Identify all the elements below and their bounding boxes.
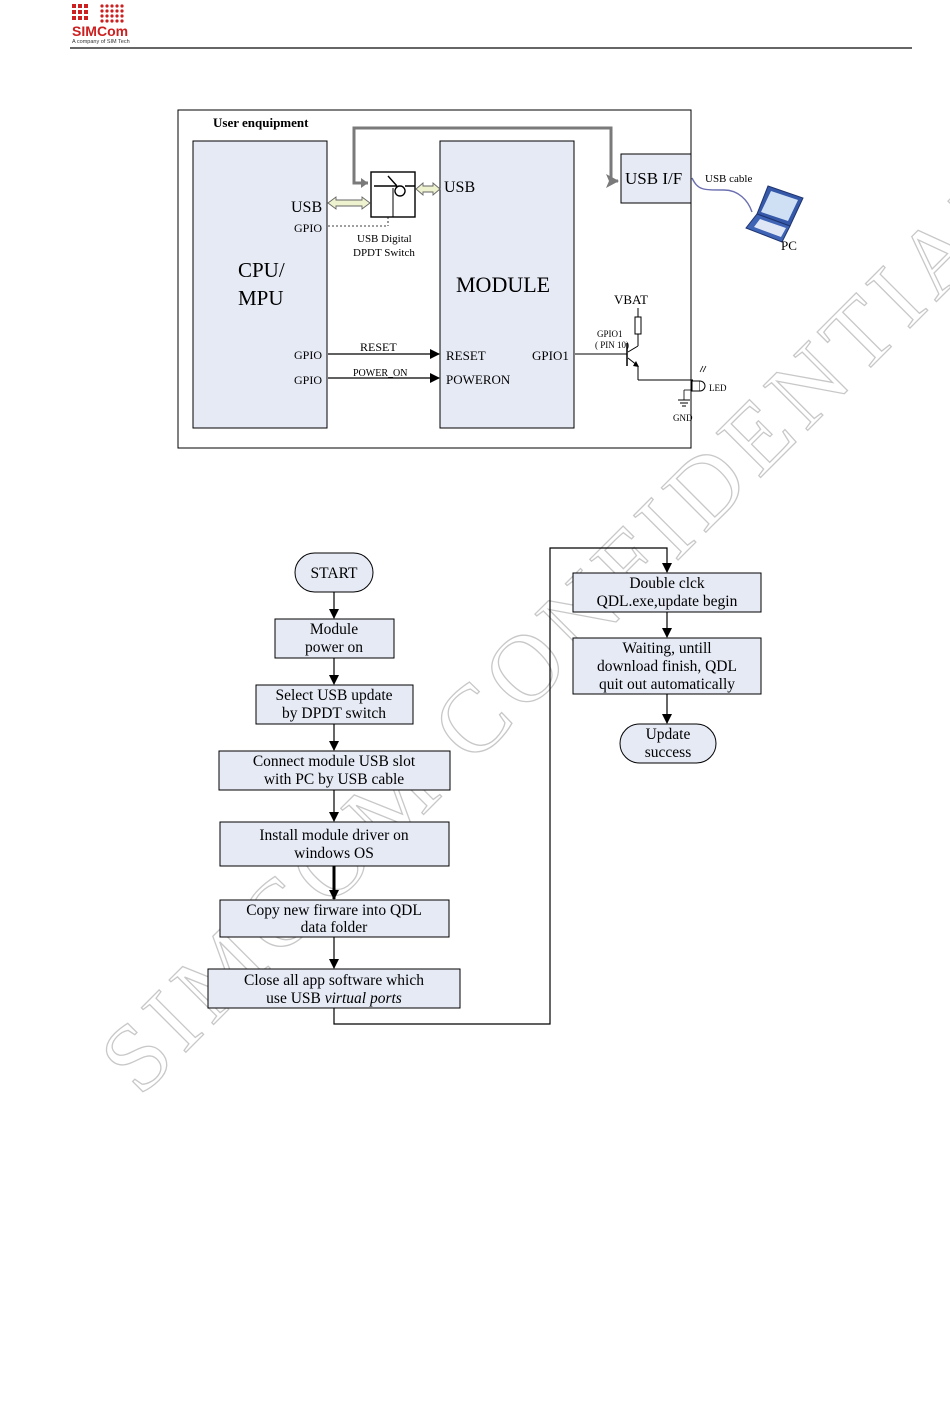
flow-step3-line1: Connect module USB slot	[253, 753, 416, 770]
flow-step-install-driver	[219, 821, 450, 867]
module-block	[439, 140, 575, 429]
flow-start-label: START	[311, 565, 358, 582]
laptop-pc-icon	[745, 185, 804, 243]
flow-step6-line1: Close all app software which	[244, 972, 424, 989]
flow-step6-line2-italic: virtual ports	[325, 990, 402, 1007]
usb-route-to-interface	[352, 126, 619, 188]
flow-step-copy-firmware	[219, 899, 450, 938]
flow-step5-line1: Copy new firware into QDL	[246, 902, 422, 919]
flow-step3-line2: with PC by USB cable	[264, 771, 404, 788]
usb-cable-line	[691, 177, 753, 213]
flow-step4-line2: windows OS	[294, 845, 374, 862]
cpu-gpio-reset-label: GPIO	[294, 348, 322, 362]
logo-word-sim: SIM	[72, 23, 97, 39]
flow-step1-line2: power on	[305, 639, 363, 656]
flow-step6-line2: use USB virtual ports	[266, 990, 402, 1007]
simcom-logo: SIM Com A company of SIM Tech	[72, 4, 130, 45]
flow-step7-line1: Double clck	[629, 575, 705, 592]
usb-cable-label: USB cable	[705, 173, 752, 185]
flow-end-line1: Update	[646, 726, 691, 743]
flow-step6-line2-plain: use USB	[266, 990, 325, 1007]
flow-step8-line2: download finish, QDL	[597, 658, 737, 675]
resistor-symbol	[634, 316, 642, 335]
cpu-usb-label: USB	[291, 199, 322, 216]
module-poweron-label: POWERON	[446, 372, 511, 387]
module-reset-label: RESET	[446, 348, 486, 363]
module-usb-label: USB	[444, 179, 475, 196]
flow-step5-line2: data folder	[301, 919, 369, 936]
switch-contact-icon	[374, 175, 415, 197]
hardware-connection-diagram: User enquipment CPU/ MPU USB GPIO GPIO G…	[177, 109, 804, 449]
led-label: LED	[709, 383, 727, 393]
cpu-gpio-switch-label: GPIO	[294, 221, 322, 235]
logo-tagline: A company of SIM Tech	[72, 39, 130, 45]
gnd-label: GND	[673, 413, 693, 423]
switch-caption-line1: USB Digital	[357, 233, 412, 245]
cpu-switch-usb-arrow	[327, 196, 371, 210]
flow-step-close-apps	[207, 968, 461, 1009]
flow-step4-line1: Install module driver on	[259, 827, 409, 844]
switch-caption-line2: DPDT Switch	[353, 247, 415, 259]
flow-step2-line1: Select USB update	[275, 687, 392, 704]
cpu-label-line1: CPU/	[238, 258, 285, 282]
cpu-gpio-poweron-label: GPIO	[294, 373, 322, 387]
flow-step-select-usb	[255, 684, 414, 725]
usb-interface-box	[620, 153, 692, 204]
flow-step1-line1: Module	[310, 621, 358, 638]
gpio1-pin-label-line2: ( PIN 10)	[595, 340, 629, 350]
poweron-wire-label: POWER_ON	[353, 368, 407, 379]
module-gpio1-label: GPIO1	[532, 348, 569, 363]
switch-module-usb-arrow	[415, 182, 441, 196]
vbat-label: VBAT	[614, 292, 648, 307]
usb-interface-label: USB I/F	[625, 169, 682, 188]
flow-step-double-click-qdl	[572, 572, 762, 613]
reset-wire-label: RESET	[360, 340, 397, 354]
flow-step-waiting-download	[572, 637, 762, 695]
flow-step-power-on	[274, 618, 395, 659]
pc-label: PC	[781, 238, 797, 253]
flow-end-node	[619, 723, 717, 764]
flow-step7-line2: QDL.exe,update begin	[597, 593, 738, 610]
gpio1-pin-label-line1: GPIO1	[597, 329, 623, 339]
cpu-label-line2: MPU	[238, 286, 284, 310]
cpu-block	[192, 140, 328, 429]
flow-step8-line1: Waiting, untill	[622, 640, 711, 657]
led-icon	[691, 365, 707, 392]
ground-icon	[678, 399, 690, 407]
logo-word-com: Com	[97, 23, 128, 39]
flow-step8-line3: quit out automatically	[599, 676, 735, 693]
update-flowchart: START Module power on Select USB update …	[207, 547, 762, 1025]
module-label: MODULE	[456, 272, 550, 297]
user-equipment-label: User enquipment	[213, 115, 309, 130]
flow-end-line2: success	[645, 744, 692, 761]
flow-column-connector	[333, 547, 672, 1025]
flow-step2-line2: by DPDT switch	[282, 705, 386, 722]
